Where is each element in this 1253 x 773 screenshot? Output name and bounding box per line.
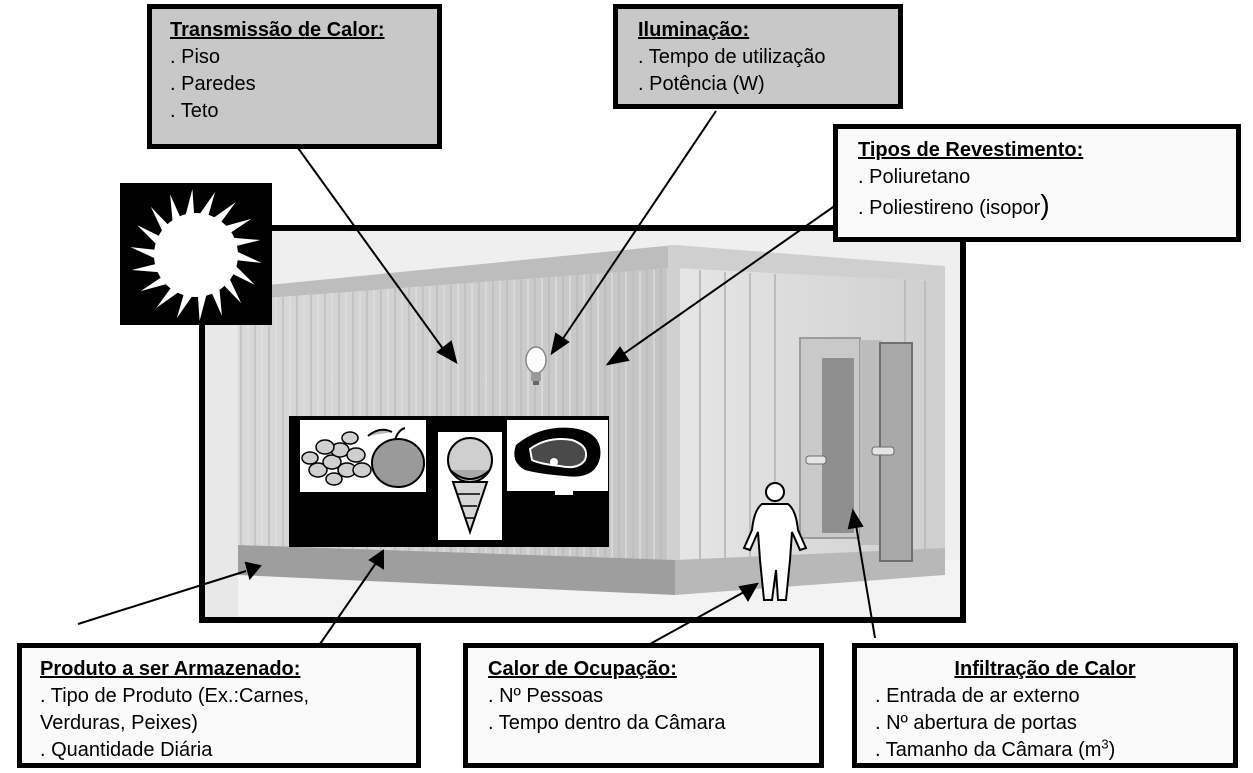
sun-ray — [176, 291, 195, 319]
coating-types-item-row: . Poliestireno (isopor) — [858, 191, 1224, 222]
meat-icon — [507, 420, 608, 495]
coating-types-item: . Poliestireno (isopor — [858, 197, 1041, 219]
ice-cream-icon — [438, 432, 502, 540]
occupancy-heat-title: Calor de Ocupação: — [488, 658, 677, 680]
lighting-box: Iluminação: . Tempo de utilização . Potê… — [613, 4, 903, 109]
person-icon — [742, 482, 808, 601]
occupancy-heat-item: . Nº Pessoas — [488, 685, 604, 707]
stored-product-title: Produto a ser Armazenado: — [40, 658, 301, 680]
sun-ray — [229, 263, 255, 285]
heat-infiltration-item: . Entrada de ar externo — [875, 685, 1080, 707]
heat-infiltration-item: . Tamanho da Câmara (m — [875, 739, 1102, 761]
stored-product-item: . Quantidade Diária — [40, 739, 213, 761]
fruits-icon — [300, 420, 426, 492]
heat-infiltration-box: Infiltração de Calor . Entrada de ar ext… — [852, 643, 1238, 768]
heat-infiltration-item: . Nº abertura de portas — [875, 712, 1077, 734]
heat-transmission-item: . Piso — [170, 46, 221, 68]
coating-types-paren: ) — [1040, 189, 1050, 220]
heat-transmission-box: Transmissão de Calor: . Piso . Paredes .… — [147, 4, 442, 149]
arrows — [77, 110, 876, 645]
lighting-item: . Potência (W) — [638, 73, 765, 95]
heat-infiltration-title: Infiltração de Calor — [954, 658, 1136, 680]
sun-ray — [131, 263, 163, 273]
sun-ray — [197, 191, 216, 219]
sun-ray — [229, 237, 261, 247]
occupancy-heat-box: Calor de Ocupação: . Nº Pessoas . Tempo … — [463, 643, 824, 768]
sun-ray — [233, 250, 262, 263]
heat-infiltration-superscript: 3 — [1101, 736, 1109, 752]
lightbulb-icon — [525, 346, 547, 385]
heat-transmission-title: Transmissão de Calor: — [170, 19, 385, 41]
sun-icon — [120, 183, 272, 325]
coating-types-title: Tipos de Revestimento: — [858, 139, 1084, 161]
stored-product-item: Verduras, Peixes) — [40, 712, 198, 734]
door — [799, 337, 913, 562]
lighting-item: . Tempo de utilização — [638, 46, 826, 68]
lighting-title: Iluminação: — [638, 19, 750, 41]
sun-ray — [197, 291, 208, 321]
stored-product-item: . Tipo de Produto (Ex.:Carnes, — [40, 685, 310, 707]
heat-transmission-item: . Teto — [170, 100, 219, 122]
heat-infiltration-item-end: ) — [1108, 739, 1116, 761]
heat-transmission-item: . Paredes — [170, 73, 256, 95]
sun-ray — [130, 247, 159, 260]
coating-types-box: Tipos de Revestimento: . Poliuretano . P… — [833, 124, 1241, 242]
coating-types-item: . Poliuretano — [858, 166, 971, 188]
product-panel — [289, 416, 609, 547]
occupancy-heat-item: . Tempo dentro da Câmara — [488, 712, 726, 734]
heat-infiltration-item-row: . Tamanho da Câmara (m3) — [869, 737, 1221, 764]
stored-product-box: Produto a ser Armazenado: . Tipo de Prod… — [17, 643, 421, 768]
sun-ray — [137, 225, 163, 247]
sun-ray — [184, 189, 195, 219]
